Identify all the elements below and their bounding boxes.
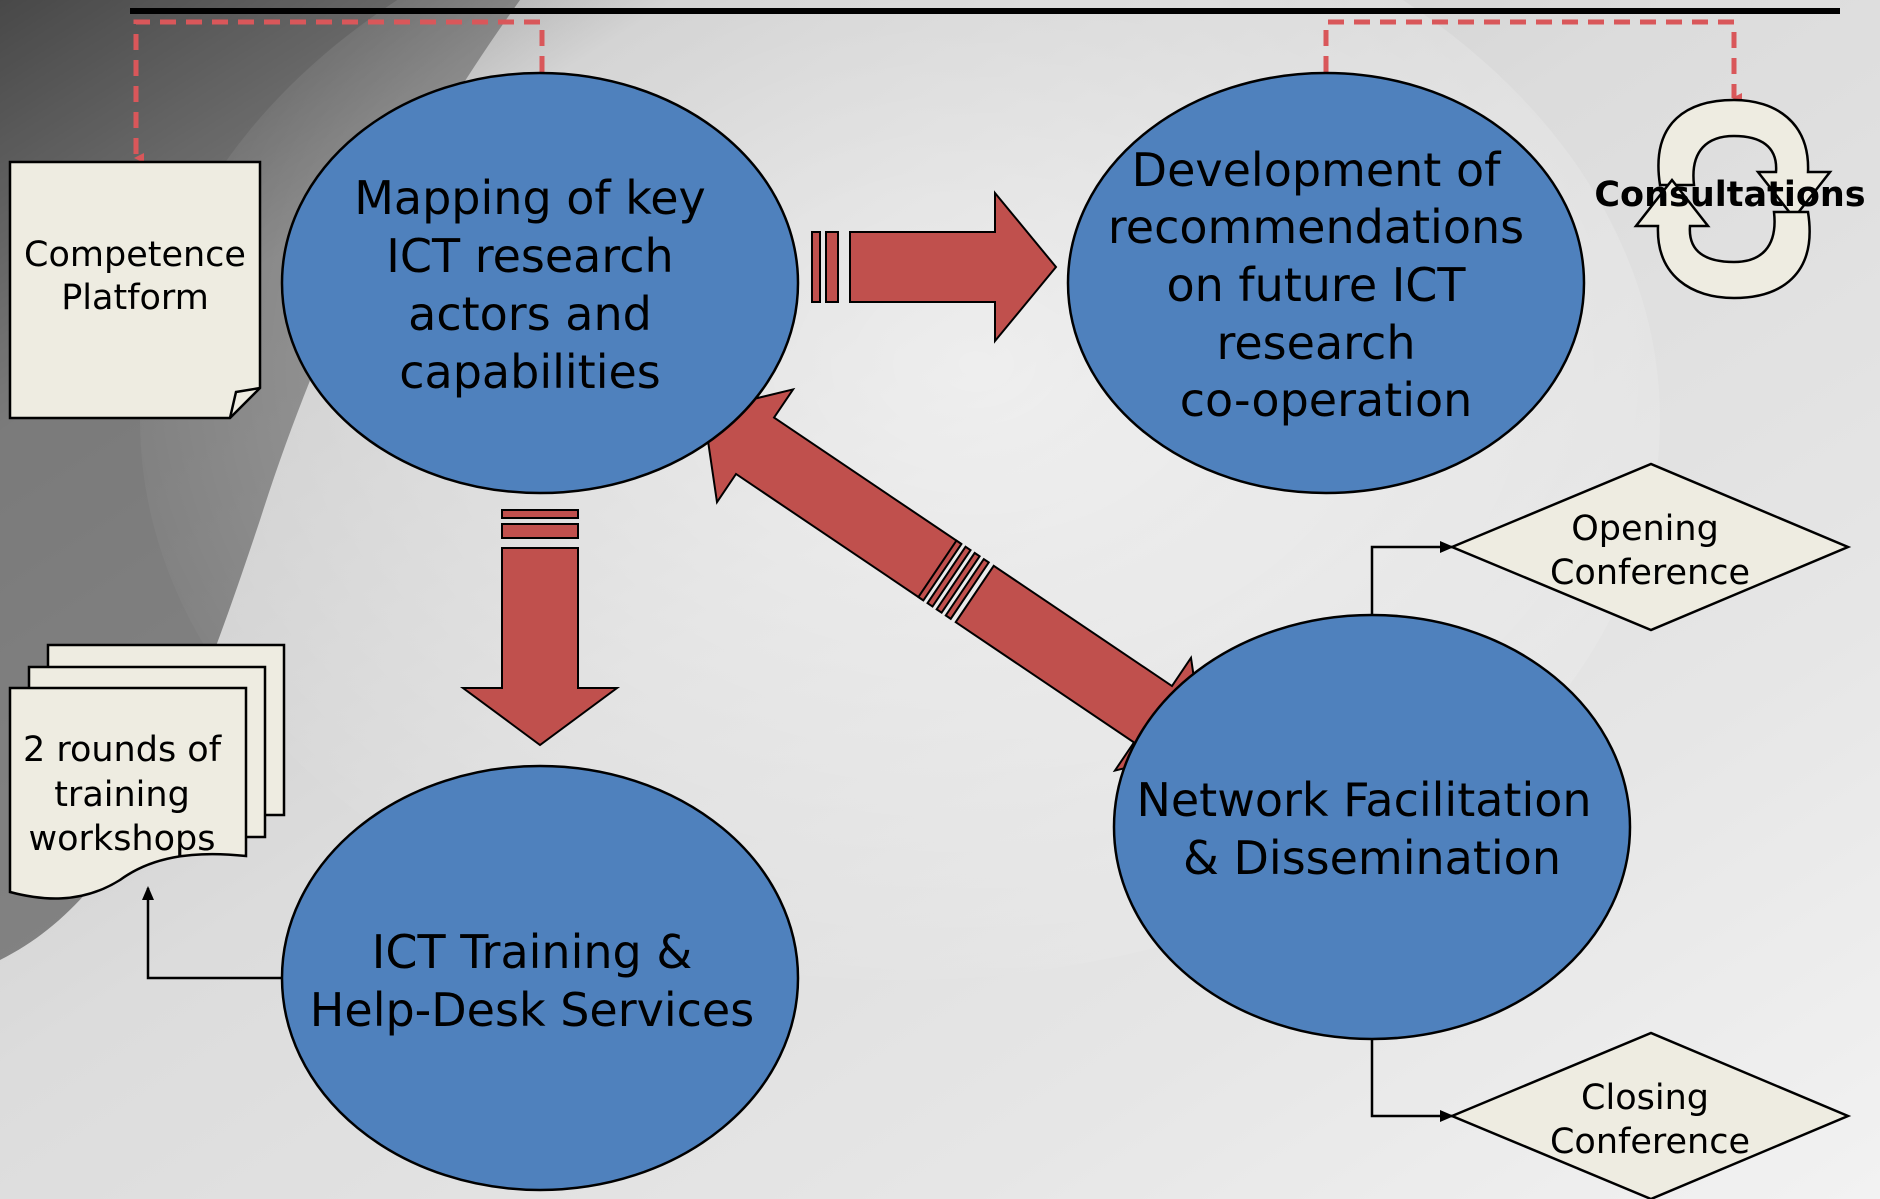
- development-line-3: on future ICT: [1166, 258, 1466, 312]
- node-training: ICT Training & Help-Desk Services: [280, 764, 800, 1192]
- competence-line-2: Platform: [61, 278, 209, 318]
- network-line-1: Network Facilitation: [1136, 773, 1591, 827]
- node-network: Network Facilitation & Dissemination: [1112, 613, 1632, 1041]
- mapping-line-4: capabilities: [399, 345, 661, 399]
- closing-line-2: Conference: [1550, 1122, 1750, 1162]
- consultations-label: Consultations: [1594, 175, 1865, 215]
- development-line-4: research: [1216, 316, 1415, 370]
- double-arrow-mapping-network: [702, 387, 1206, 773]
- document-training-workshops: 2 rounds of training workshops: [8, 643, 286, 900]
- development-line-2: recommendations: [1108, 200, 1524, 254]
- connector-network-to-closing: [1370, 1040, 1454, 1122]
- arrow-mapping-to-development: [811, 190, 1058, 344]
- training-line-1: ICT Training &: [372, 925, 692, 979]
- dashed-connector-competence: [133, 19, 545, 163]
- network-line-2: & Dissemination: [1183, 831, 1561, 885]
- development-line-1: Development of: [1132, 143, 1502, 197]
- closing-line-1: Closing: [1581, 1078, 1709, 1118]
- competence-line-1: Competence: [24, 235, 246, 275]
- mapping-line-1: Mapping of key: [354, 171, 706, 225]
- connector-training-to-workshops: [142, 886, 282, 980]
- mapping-line-3: actors and: [408, 287, 652, 341]
- arrow-mapping-to-training: [459, 509, 621, 747]
- decision-opening-conference: Opening Conference: [1448, 462, 1852, 632]
- opening-line-2: Conference: [1550, 553, 1750, 593]
- opening-line-1: Opening: [1571, 509, 1719, 549]
- workshops-line-2: training: [54, 775, 190, 815]
- circular-arrows-icon: [1633, 98, 1833, 300]
- node-mapping: Mapping of key ICT research actors and c…: [280, 71, 800, 495]
- node-development: Development of recommendations on future…: [1066, 71, 1586, 495]
- connector-network-to-opening: [1370, 541, 1454, 615]
- workshops-line-3: workshops: [29, 819, 216, 859]
- mapping-line-2: ICT research: [386, 229, 673, 283]
- workshops-line-1: 2 rounds of: [23, 730, 222, 770]
- consultations-cycle: Consultations: [1594, 98, 1866, 300]
- document-competence-platform: Competence Platform: [8, 160, 262, 420]
- dashed-connector-consultations: [1323, 19, 1742, 103]
- training-line-2: Help-Desk Services: [310, 983, 754, 1037]
- development-line-5: co-operation: [1180, 373, 1473, 427]
- decision-closing-conference: Closing Conference: [1448, 1031, 1852, 1199]
